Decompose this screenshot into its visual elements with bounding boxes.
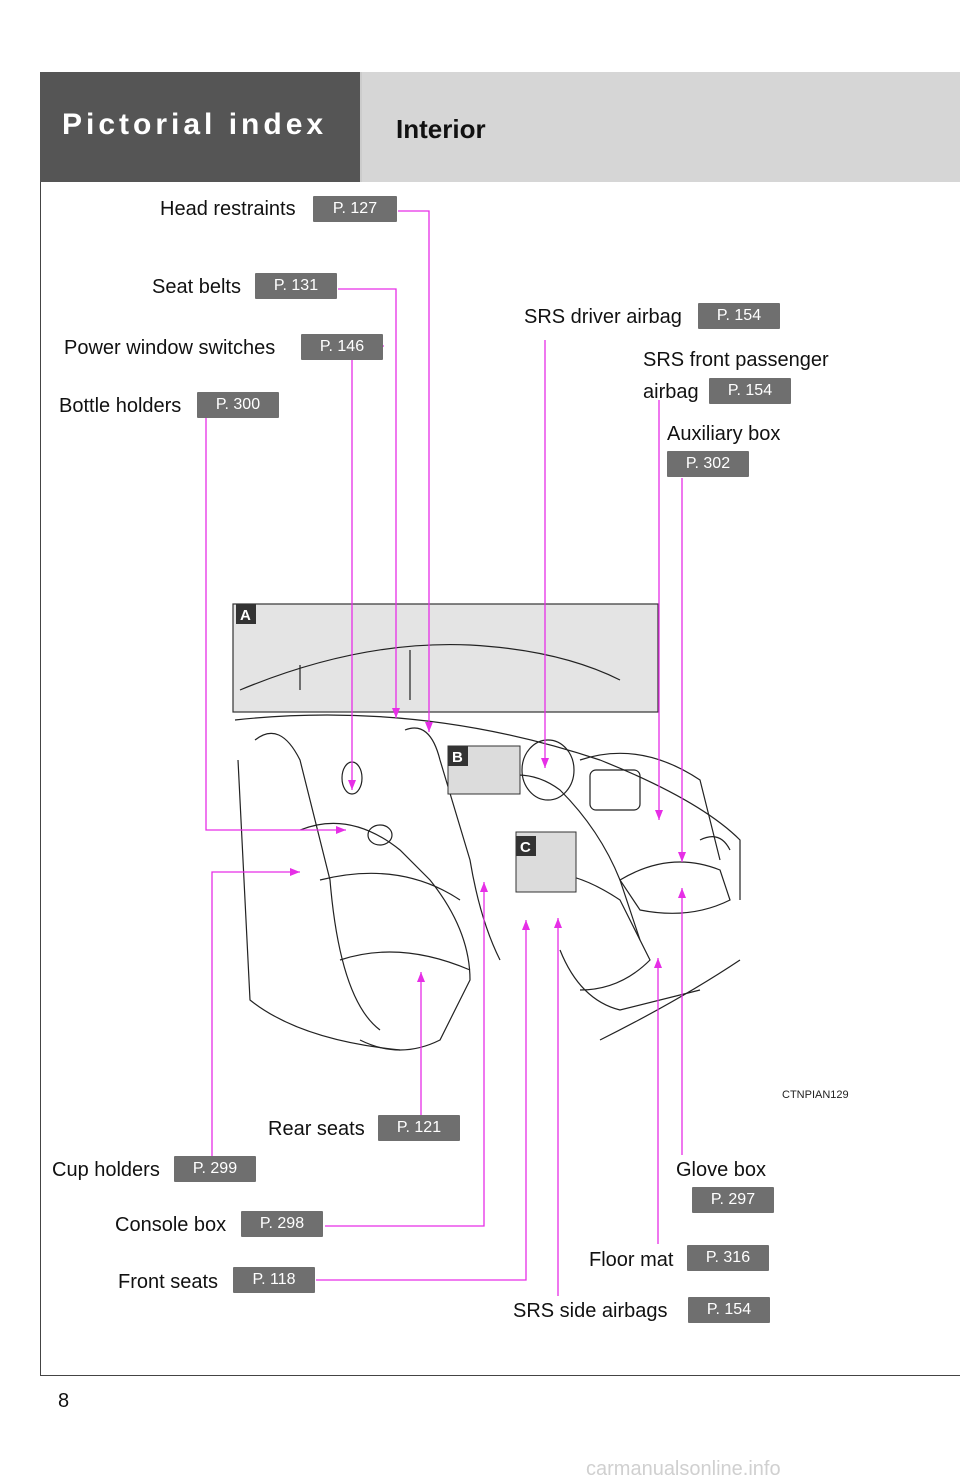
figure-code: CTNPIAN129 (782, 1089, 849, 1101)
section-tab: Pictorial index (40, 72, 362, 182)
power-window-switches-label: Power window switches (64, 337, 276, 359)
inset-c-box (515, 831, 577, 893)
cup-holders-page-badge[interactable]: P. 299 (174, 1156, 256, 1182)
head-restraints-label: Head restraints (160, 198, 296, 220)
front-seats-label: Front seats (118, 1271, 219, 1293)
srs-front-passenger-airbag-label-line1: SRS front passenger (643, 349, 829, 371)
glove-box-label: Glove box (676, 1159, 767, 1181)
seat-belts-label: Seat belts (152, 276, 241, 298)
rear-seats-label: Rear seats (268, 1118, 365, 1140)
page-title: Interior (396, 114, 486, 144)
inset-a-box (232, 603, 659, 713)
head-restraints-page-badge[interactable]: P. 127 (313, 196, 397, 222)
console-box-page-badge[interactable]: P. 298 (241, 1211, 323, 1237)
srs-front-passenger-airbag-page-badge[interactable]: P. 154 (709, 378, 791, 404)
srs-driver-airbag-page-badge[interactable]: P. 154 (698, 303, 780, 329)
marker-b-text: B (452, 749, 463, 766)
marker-b (448, 746, 468, 766)
cup-holders-label: Cup holders (52, 1159, 160, 1181)
auxiliary-box-label: Auxiliary box (667, 423, 781, 445)
power-window-switches-page-badge[interactable]: P. 146 (301, 334, 383, 360)
marker-c-text: C (520, 839, 531, 856)
floor-mat-page-badge[interactable]: P. 316 (687, 1245, 769, 1271)
watermark: carmanualsonline.info (586, 1458, 781, 1480)
bottle-holders-page-badge[interactable]: P. 300 (197, 392, 279, 418)
srs-side-airbags-page-badge[interactable]: P. 154 (688, 1297, 770, 1323)
front-seats-page-badge[interactable]: P. 118 (233, 1267, 315, 1293)
leader-arrows (290, 708, 686, 982)
section-title: Pictorial index (62, 108, 328, 141)
seat-belts-page-badge[interactable]: P. 131 (255, 273, 337, 299)
glove-box-page-badge[interactable]: P. 297 (692, 1187, 774, 1213)
srs-driver-airbag-label: SRS driver airbag (524, 306, 682, 328)
page-number: 8 (58, 1390, 70, 1412)
auxiliary-box-page-badge[interactable]: P. 302 (667, 451, 749, 477)
marker-a (236, 604, 256, 624)
srs-front-passenger-airbag-label-line2: airbag (643, 381, 699, 403)
marker-a-text: A (240, 607, 251, 624)
srs-side-airbags-label: SRS side airbags (513, 1300, 668, 1322)
marker-c (516, 836, 536, 856)
rear-seats-page-badge[interactable]: P. 121 (378, 1115, 460, 1141)
page-header: Interior (362, 72, 960, 182)
console-box-label: Console box (115, 1214, 227, 1236)
bottle-holders-label: Bottle holders (59, 395, 182, 417)
floor-mat-label: Floor mat (589, 1249, 674, 1271)
